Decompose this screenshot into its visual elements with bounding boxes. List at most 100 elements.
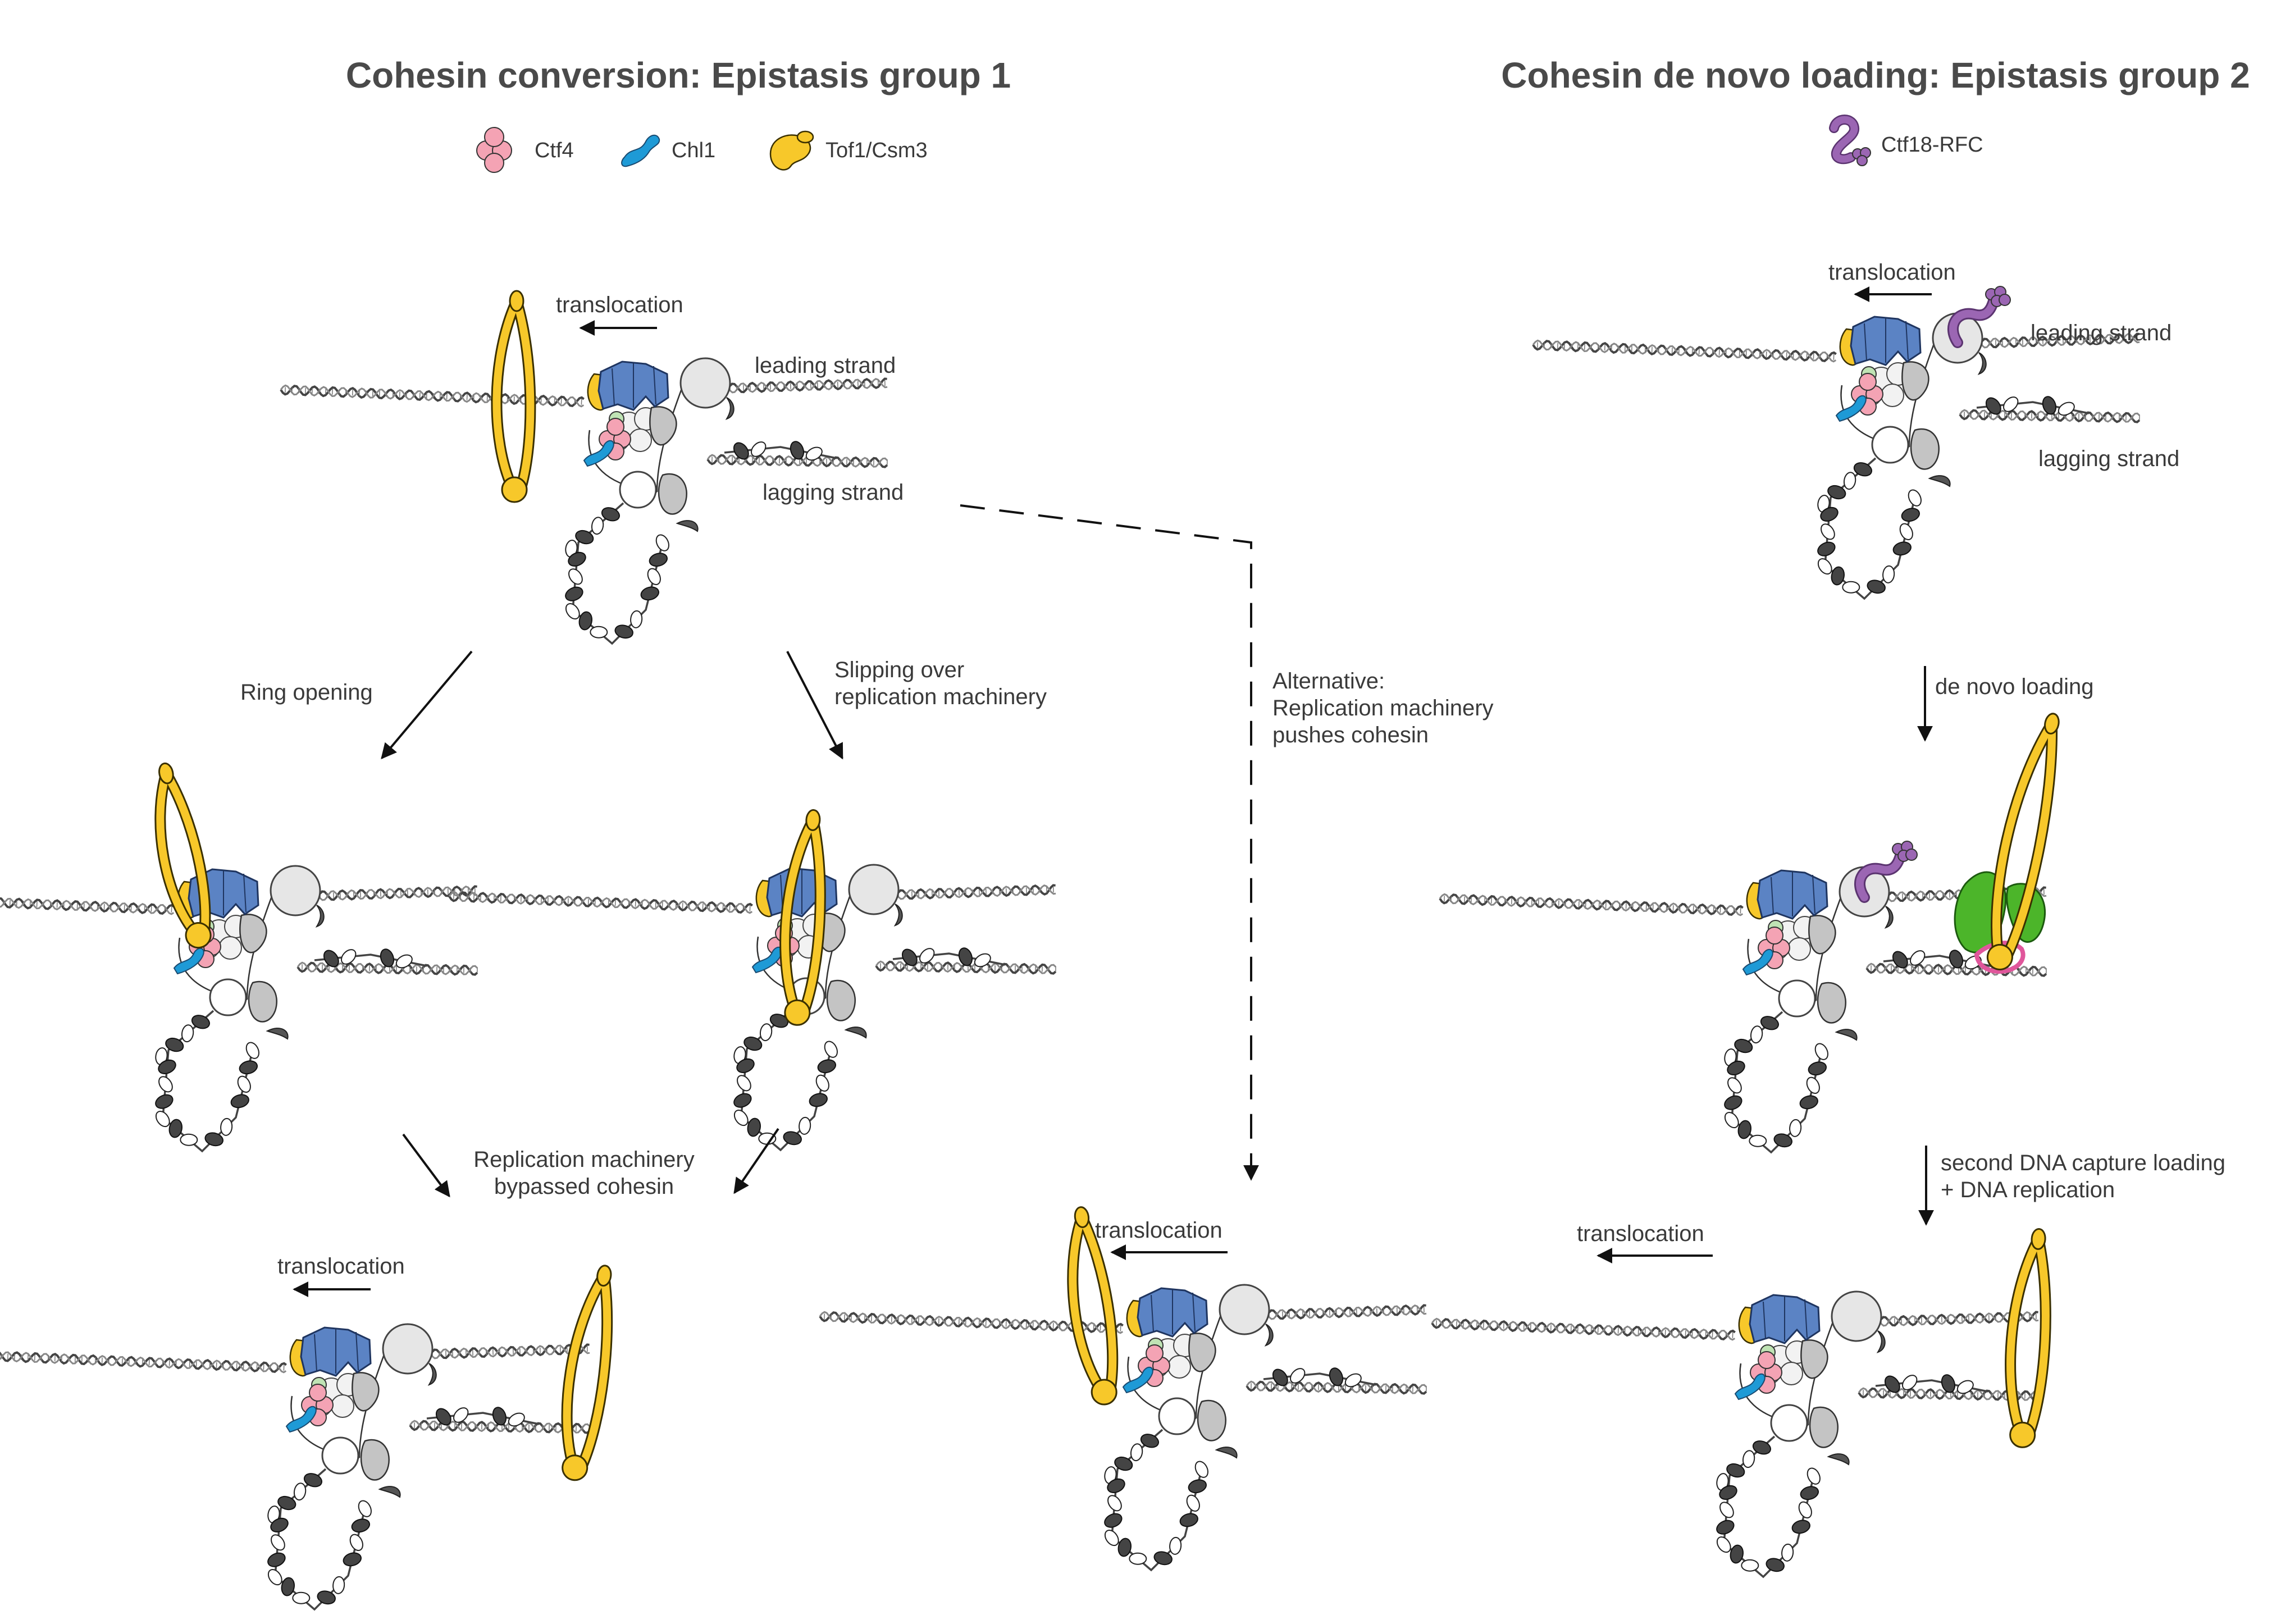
legend: Ctf4 Chl1 Tof1/Csm3 Ctf18-RFC bbox=[477, 120, 1983, 172]
panel-ring-opening bbox=[174, 866, 324, 1039]
leading-strand-dna bbox=[887, 885, 1056, 900]
gins-subunit bbox=[1902, 362, 1928, 400]
label-translocation-bottom-left: translocation bbox=[277, 1254, 405, 1279]
gins-subunit bbox=[1809, 915, 1835, 954]
pcna-leading bbox=[429, 1363, 436, 1385]
title-cohesin-conversion: Cohesin conversion: Epistasis group 1 bbox=[346, 55, 1011, 95]
leading-strand-dna bbox=[719, 378, 887, 393]
arrow-alternative-dashed bbox=[960, 505, 1251, 1179]
pol-alpha bbox=[1771, 1405, 1807, 1441]
pcna-leading bbox=[1266, 1324, 1273, 1345]
tof1-csm3-legend-label: Tof1/Csm3 bbox=[825, 139, 928, 162]
arrow-ring-opening bbox=[382, 651, 472, 758]
panel-second-capture bbox=[1735, 1292, 1885, 1465]
pol-delta bbox=[1818, 983, 1846, 1023]
panel-pushing bbox=[820, 1285, 1426, 1570]
okazaki-loop bbox=[266, 1469, 373, 1609]
okazaki-loop bbox=[153, 1011, 261, 1151]
arrow-bypass-right bbox=[735, 1129, 778, 1193]
pcna-leading bbox=[1878, 1331, 1885, 1352]
okazaki-loop bbox=[1102, 1430, 1210, 1570]
label-alternative-line3: pushes cohesin bbox=[1272, 723, 1429, 747]
panel-de-novo-start bbox=[1836, 313, 1986, 486]
pcna-lagging bbox=[1836, 1029, 1857, 1040]
arrow-bypass-left bbox=[403, 1134, 449, 1196]
pol-epsilon bbox=[1832, 1292, 1881, 1341]
label-translocation-bottom-middle: translocation bbox=[1095, 1218, 1222, 1243]
panel-second-capture bbox=[1432, 1292, 2038, 1577]
pcna-lagging bbox=[267, 1028, 288, 1039]
mcm-helicase bbox=[767, 868, 837, 916]
tof1-csm3-legend-icon bbox=[770, 131, 813, 170]
mcm-helicase bbox=[1750, 1295, 1819, 1343]
okazaki-loop bbox=[1722, 1012, 1830, 1152]
cohesin-ring-initial bbox=[496, 291, 530, 502]
pcna-lagging bbox=[380, 1486, 400, 1497]
panel-slipping bbox=[449, 865, 1056, 1150]
pcna-lagging bbox=[1929, 476, 1950, 486]
panel-bypassed bbox=[286, 1324, 436, 1497]
pcna-lagging bbox=[677, 521, 698, 531]
mcm-helicase bbox=[301, 1328, 371, 1376]
okazaki-loop bbox=[1714, 1436, 1822, 1577]
gins-subunit bbox=[352, 1372, 378, 1411]
pol-alpha bbox=[1159, 1398, 1195, 1434]
ctf18-rfc-legend-icon bbox=[1834, 120, 1871, 166]
parental-dna bbox=[1533, 340, 1836, 362]
mcm-helicase bbox=[1138, 1288, 1207, 1336]
parental-dna bbox=[1432, 1319, 1735, 1340]
parental-dna bbox=[449, 892, 752, 913]
pcna-leading bbox=[727, 398, 734, 419]
gins-subunit bbox=[1189, 1333, 1215, 1371]
pcna-lagging bbox=[1828, 1454, 1849, 1465]
pol-delta bbox=[249, 982, 277, 1021]
pcna-lagging bbox=[1216, 1447, 1237, 1458]
mcm-helicase bbox=[599, 362, 668, 410]
gins-subunit bbox=[240, 914, 266, 952]
parental-dna bbox=[281, 385, 584, 407]
label-ring-opening: Ring opening bbox=[240, 680, 373, 705]
pol-epsilon bbox=[1220, 1285, 1269, 1334]
label-lagging-strand-top-right: lagging strand bbox=[2038, 446, 2179, 471]
panel-ring-opening bbox=[0, 866, 477, 1151]
leading-strand-dna bbox=[421, 1344, 590, 1359]
parental-dna bbox=[1440, 894, 1743, 915]
label-alternative-line1: Alternative: bbox=[1272, 669, 1385, 694]
label-leading-strand-top-left: leading strand bbox=[755, 353, 896, 378]
label-second-capture-line1: second DNA capture loading bbox=[1941, 1151, 2225, 1175]
pcna-leading bbox=[895, 904, 902, 925]
gins-subunit bbox=[650, 407, 676, 445]
translocation-arrows bbox=[294, 294, 1932, 1289]
okazaki-loop bbox=[563, 503, 671, 644]
chl1-legend-label: Chl1 bbox=[672, 139, 715, 162]
label-translocation-top-right: translocation bbox=[1828, 260, 1956, 285]
ctf4-legend-icon bbox=[477, 127, 512, 172]
pol-alpha bbox=[322, 1438, 358, 1474]
panel-de-novo-loading bbox=[1743, 867, 1893, 1040]
gins-subunit bbox=[1801, 1340, 1827, 1378]
cohesin-ring-bypassed bbox=[555, 1263, 619, 1482]
chl1-legend-icon bbox=[622, 135, 659, 167]
mcm-helicase bbox=[1851, 317, 1921, 365]
label-de-novo-loading: de novo loading bbox=[1935, 674, 2093, 699]
label-bypassed-line2: bypassed cohesin bbox=[494, 1174, 674, 1199]
leading-strand-dna bbox=[1258, 1305, 1426, 1320]
okazaki-loop bbox=[1815, 458, 1923, 599]
pol-alpha bbox=[1779, 980, 1815, 1016]
panel-pushing bbox=[1123, 1285, 1273, 1458]
label-alternative-line2: Replication machinery bbox=[1272, 696, 1494, 720]
pol-delta bbox=[1911, 429, 1939, 469]
okazaki-loop bbox=[732, 1010, 840, 1150]
ctf4-legend-label: Ctf4 bbox=[535, 139, 574, 162]
parental-dna bbox=[0, 1351, 286, 1372]
pol-alpha bbox=[620, 472, 656, 508]
pol-delta bbox=[827, 980, 855, 1020]
pcna-leading bbox=[1979, 353, 1986, 374]
panel-slipping bbox=[752, 865, 902, 1038]
pol-delta bbox=[1810, 1407, 1838, 1447]
ctf18-rfc-legend-label: Ctf18-RFC bbox=[1881, 133, 1983, 157]
pol-epsilon bbox=[271, 866, 320, 915]
mcm-helicase bbox=[1758, 870, 1827, 919]
